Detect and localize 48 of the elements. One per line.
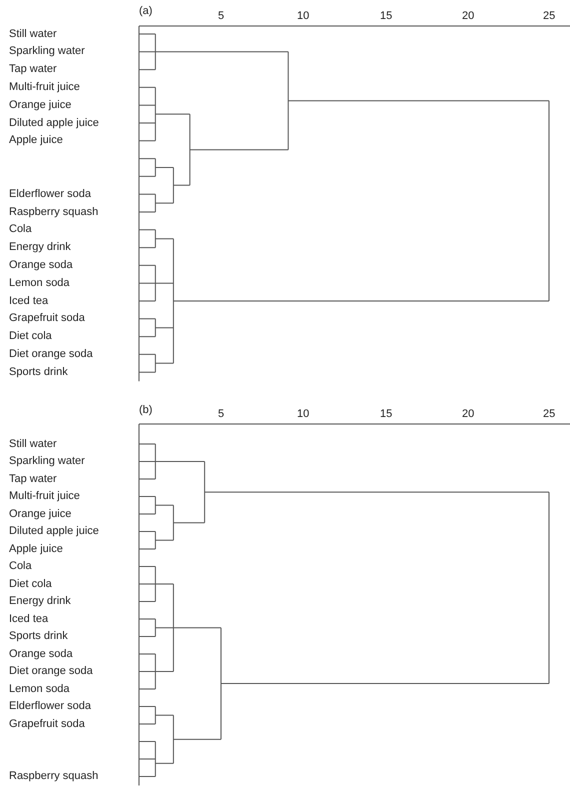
leaf-label: Cola — [9, 560, 32, 573]
leaf-label: Orange juice — [9, 98, 72, 112]
leaf-label: Lemon soda — [9, 276, 70, 290]
leaf-label: Energy drink — [9, 595, 71, 608]
leaf-label: Apple juice — [9, 542, 63, 556]
axis-tick-label: 20 — [462, 408, 474, 420]
axis-tick-label: 5 — [218, 10, 224, 22]
axis-tick-label: 10 — [297, 408, 310, 420]
leaf-label: Diet orange soda — [9, 348, 93, 361]
leaf-label: Grapefruit soda — [9, 718, 85, 730]
panel-label: (a) — [139, 4, 152, 18]
leaf-label: Diluted apple juice — [9, 525, 99, 538]
leaf-label: Diet cola — [9, 330, 52, 344]
leaf-label: Iced tea — [9, 612, 48, 626]
leaf-label: Sports drink — [9, 366, 68, 379]
leaf-label: Cola — [9, 223, 32, 236]
leaf-label: Diluted apple juice — [9, 116, 99, 130]
leaf-label: Sports drink — [9, 630, 68, 643]
leaf-label: Diet cola — [9, 578, 52, 590]
leaf-label: Elderflower soda — [9, 700, 91, 713]
leaf-label: Apple juice — [9, 134, 63, 148]
leaf-label: Grapefruit soda — [9, 312, 85, 326]
leaf-label: Energy drink — [9, 241, 71, 254]
axis-tick-label: 15 — [380, 10, 392, 22]
leaf-label: Tap water — [9, 63, 57, 76]
leaf-label: Still water — [9, 438, 57, 450]
panel-label: (b) — [139, 404, 152, 416]
leaf-label: Orange juice — [9, 508, 72, 520]
axis-tick-label: 15 — [380, 408, 392, 420]
leaf-label: Iced tea — [9, 294, 48, 308]
leaf-label: Tap water — [9, 472, 57, 486]
leaf-label: Orange soda — [9, 258, 73, 272]
leaf-label: Sparkling water — [9, 45, 85, 58]
leaf-label: Multi-fruit juice — [9, 490, 80, 503]
axis-tick-label: 25 — [543, 408, 556, 420]
leaf-label: Diet orange soda — [9, 665, 93, 678]
leaf-label: Orange soda — [9, 648, 73, 660]
axis-tick-label: 5 — [218, 408, 224, 420]
leaf-label: Raspberry squash — [9, 206, 98, 218]
leaf-label: Sparkling water — [9, 455, 85, 468]
leaf-label: Raspberry squash — [9, 770, 98, 783]
leaf-label: Lemon soda — [9, 682, 70, 696]
leaf-label: Multi-fruit juice — [9, 80, 80, 94]
axis-tick-label: 25 — [543, 10, 556, 22]
axis-tick-label: 20 — [462, 10, 474, 22]
leaf-label: Elderflower soda — [9, 188, 91, 201]
leaf-label: Still water — [9, 28, 57, 40]
axis-tick-label: 10 — [297, 10, 310, 22]
